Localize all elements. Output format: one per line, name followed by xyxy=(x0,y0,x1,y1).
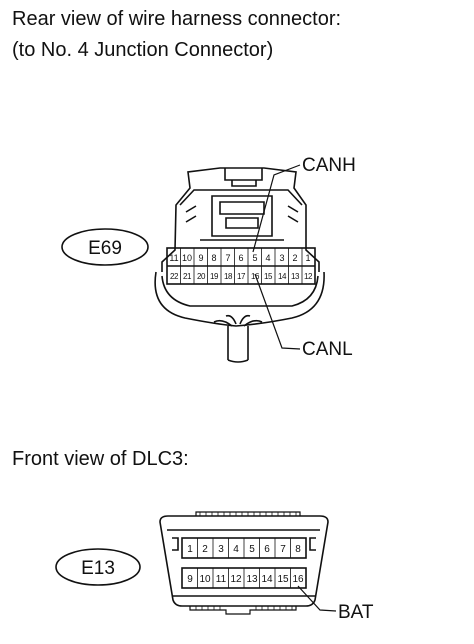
e69-pin: 17 xyxy=(237,272,246,281)
e69-pin: 3 xyxy=(279,253,284,263)
e13-pin: 4 xyxy=(233,544,239,555)
caption-rear-line2: (to No. 4 Junction Connector) xyxy=(12,39,274,61)
e13-pin: 7 xyxy=(280,544,286,555)
e13-pin: 14 xyxy=(261,574,273,585)
e69-top-row-pins: 11 10 9 8 7 6 5 4 3 2 1 xyxy=(169,253,310,263)
e69-label-oval xyxy=(61,228,149,266)
e13-label: E13 xyxy=(81,558,115,579)
canh-leader-line xyxy=(252,164,301,253)
e69-pin: 13 xyxy=(291,272,300,281)
e13-pin: 11 xyxy=(216,574,227,585)
e13-bottom-row-pins: 9 10 11 12 13 14 15 16 xyxy=(187,574,304,585)
caption-front: Front view of DLC3: xyxy=(12,448,189,470)
bat-label: BAT xyxy=(338,602,374,623)
e13-pin: 8 xyxy=(295,544,301,555)
e13-pin-grid xyxy=(197,538,291,588)
e69-pin: 7 xyxy=(225,253,230,263)
connector-e13 xyxy=(159,511,329,615)
e69-pin: 15 xyxy=(264,272,273,281)
bat-leader-line xyxy=(297,585,337,612)
e69-pin: 11 xyxy=(169,253,178,263)
e13-pin: 15 xyxy=(277,574,289,585)
e69-bottom-row-pins: 22 21 20 19 18 17 16 15 14 13 12 xyxy=(170,272,313,281)
e69-pin: 1 xyxy=(305,253,310,263)
e69-pin: 12 xyxy=(304,272,313,281)
e13-top-row-pins: 1 2 3 4 5 6 7 8 xyxy=(187,544,301,555)
e69-pin: 20 xyxy=(197,272,206,281)
caption-rear-line1: Rear view of wire harness connector: xyxy=(12,8,342,30)
e69-pin: 21 xyxy=(183,272,192,281)
e69-pin: 2 xyxy=(292,253,297,263)
e69-pin: 9 xyxy=(198,253,203,263)
e69-pin: 14 xyxy=(278,272,287,281)
canh-label: CANH xyxy=(302,155,356,176)
e69-label: E69 xyxy=(88,238,122,259)
e69-pin: 4 xyxy=(265,253,270,263)
e13-pin: 9 xyxy=(187,574,193,585)
e69-pin: 10 xyxy=(182,253,192,263)
e13-label-oval xyxy=(55,548,141,586)
e69-pin-grid xyxy=(180,248,303,284)
connector-e69 xyxy=(154,167,325,363)
canl-leader-line xyxy=(254,273,301,350)
e13-pin: 16 xyxy=(292,574,304,585)
e69-pin: 19 xyxy=(210,272,219,281)
e13-pin: 2 xyxy=(202,544,208,555)
e13-pin: 3 xyxy=(218,544,224,555)
e13-pin: 1 xyxy=(187,544,193,555)
e69-pin: 18 xyxy=(224,272,233,281)
e13-pin: 10 xyxy=(199,574,211,585)
e69-pin: 6 xyxy=(238,253,243,263)
e13-pin: 12 xyxy=(230,574,242,585)
e13-pin: 13 xyxy=(246,574,258,585)
e69-pin: 22 xyxy=(170,272,179,281)
e69-pin: 5 xyxy=(252,253,257,263)
e13-pin: 6 xyxy=(264,544,270,555)
e13-pin: 5 xyxy=(249,544,255,555)
canl-label: CANL xyxy=(302,339,353,360)
e69-pin: 8 xyxy=(211,253,216,263)
